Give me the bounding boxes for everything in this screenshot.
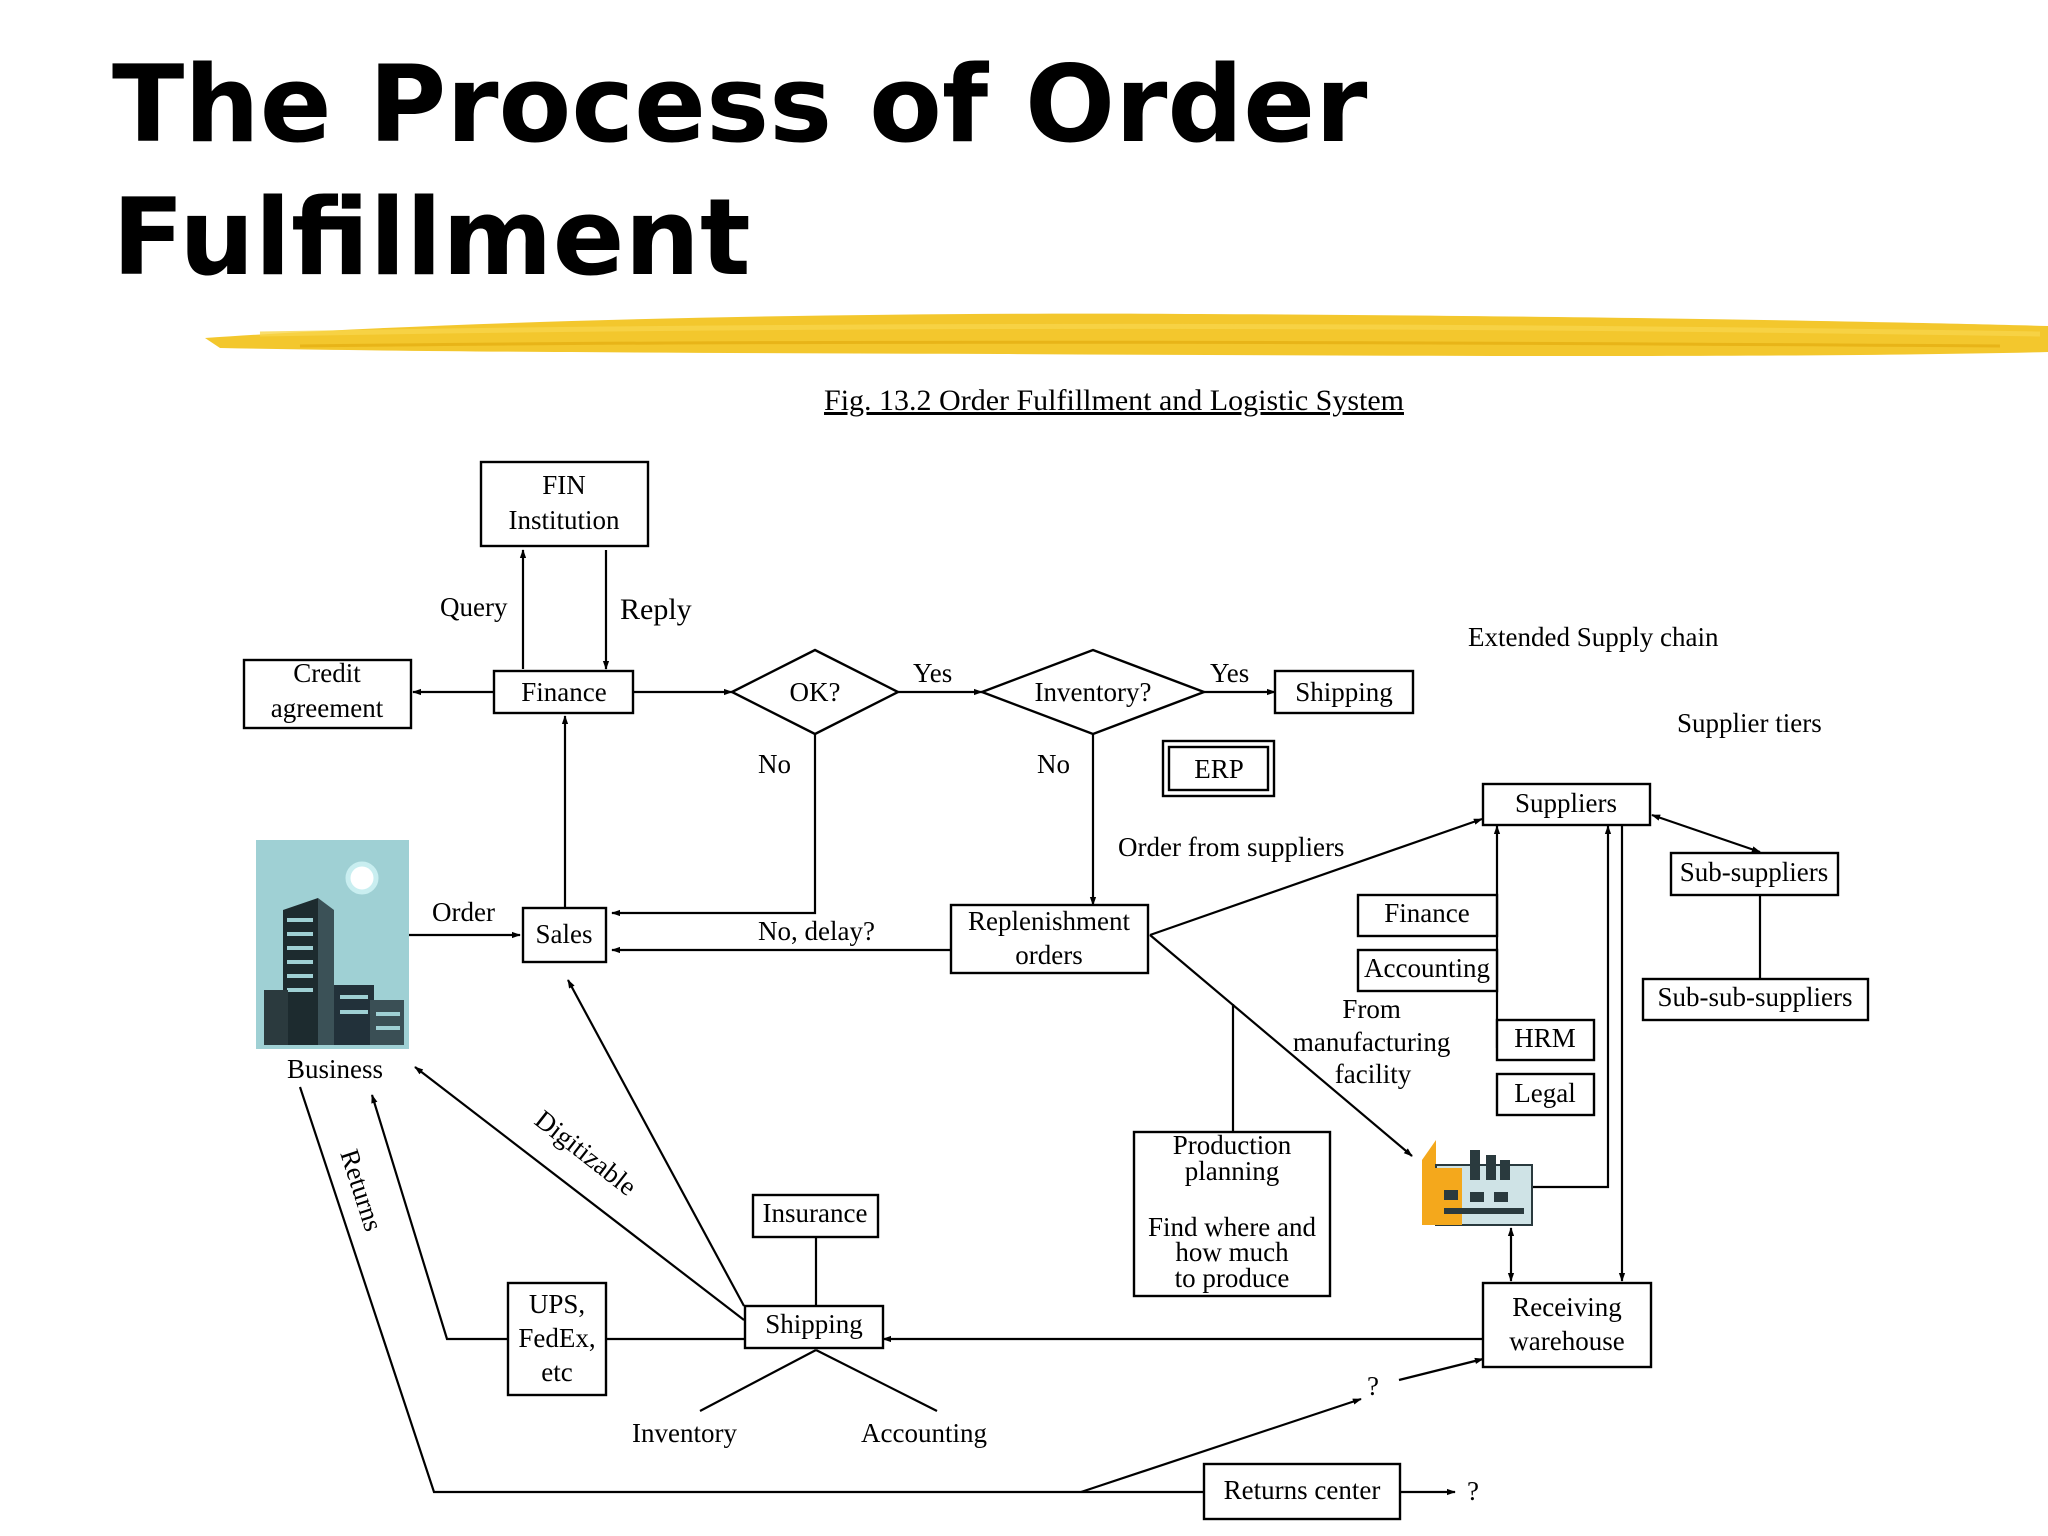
edge-ok-no-sales <box>611 734 817 917</box>
label-supplier-tiers: Supplier tiers <box>1677 708 1822 738</box>
edge-returns-question <box>1080 1397 1362 1494</box>
label-no-delay: No, delay? <box>758 916 875 946</box>
label-yes-inventory: Yes <box>1210 658 1249 688</box>
node-finance: Finance <box>492 669 635 715</box>
node-legal: Legal <box>1495 1072 1596 1117</box>
label-returns: Returns <box>334 1146 388 1235</box>
label-accounting-bottom: Accounting <box>861 1418 987 1448</box>
node-shipping-top: Shipping <box>1273 669 1415 715</box>
node-credit-agreement: Credit agreement <box>242 658 413 730</box>
svg-text:Sales: Sales <box>536 919 593 949</box>
svg-text:Receiving: Receiving <box>1512 1292 1621 1322</box>
edge-shipping-business <box>414 1066 745 1321</box>
svg-text:Credit: Credit <box>293 658 361 688</box>
label-question-1: ? <box>1367 1371 1379 1401</box>
edge-suppliers-subsuppliers <box>1651 813 1761 854</box>
svg-text:warehouse: warehouse <box>1509 1326 1624 1356</box>
svg-text:Replenishment: Replenishment <box>968 906 1130 936</box>
svg-text:Shipping: Shipping <box>1295 677 1393 707</box>
node-finance-side: Finance <box>1356 893 1499 938</box>
node-suppliers: Suppliers <box>1481 782 1652 827</box>
page-title: The Process of Order Fulfillment <box>112 38 1367 304</box>
label-from-facility: From manufacturing facility <box>1293 994 1457 1089</box>
label-question-2: ? <box>1467 1476 1479 1506</box>
svg-text:Sub-sub-suppliers: Sub-sub-suppliers <box>1658 982 1853 1012</box>
edge-factory-suppliers <box>1532 825 1612 1189</box>
title-line-1: The Process of Order <box>112 43 1368 166</box>
svg-text:Find where and: Find where and <box>1148 1212 1316 1242</box>
node-carriers: UPS, FedEx, etc <box>506 1281 608 1397</box>
node-shipping-bottom: Shipping <box>743 1304 885 1350</box>
node-returns-center: Returns center <box>1202 1462 1402 1521</box>
svg-text:Finance: Finance <box>1384 898 1469 928</box>
svg-text:how much: how much <box>1175 1237 1289 1267</box>
label-order-from-suppliers: Order from suppliers <box>1118 832 1344 862</box>
svg-text:Shipping: Shipping <box>765 1309 863 1339</box>
node-sales: Sales <box>521 906 608 964</box>
svg-text:etc: etc <box>541 1357 572 1387</box>
edge-question-receiving <box>1398 1357 1484 1382</box>
svg-text:agreement: agreement <box>271 693 384 723</box>
svg-text:Institution: Institution <box>508 505 620 535</box>
label-no-inventory: No <box>1037 749 1070 779</box>
diagram-edges <box>298 549 1762 1496</box>
edge-returns <box>298 1086 1204 1494</box>
node-fin-institution: FIN Institution <box>479 460 650 548</box>
svg-text:Insurance: Insurance <box>763 1198 868 1228</box>
edge-replenishment-suppliers <box>1149 817 1483 937</box>
edge-carriers-business <box>370 1094 508 1341</box>
svg-text:OK?: OK? <box>790 677 841 707</box>
svg-text:Sub-suppliers: Sub-suppliers <box>1680 857 1829 887</box>
svg-text:Returns center: Returns center <box>1224 1475 1381 1505</box>
svg-text:FIN: FIN <box>542 470 586 500</box>
node-accounting-side: Accounting <box>1356 948 1499 993</box>
svg-text:Legal: Legal <box>1514 1078 1575 1108</box>
node-ok-decision: OK? <box>729 648 901 736</box>
node-sub-suppliers: Sub-suppliers <box>1669 851 1840 897</box>
title-line-2: Fulfillment <box>112 176 751 299</box>
svg-text:planning: planning <box>1185 1156 1280 1186</box>
svg-text:Suppliers: Suppliers <box>1515 788 1617 818</box>
svg-text:orders: orders <box>1015 940 1082 970</box>
node-receiving-warehouse: Receiving warehouse <box>1481 1281 1653 1369</box>
office-building-icon <box>256 840 409 1049</box>
svg-text:Finance: Finance <box>521 677 606 707</box>
node-production-planning: Production planning Find where and how m… <box>1132 1130 1332 1298</box>
edge-replenishment-factory <box>1149 934 1413 1157</box>
edge-shipping-sales <box>567 979 745 1307</box>
label-no-ok: No <box>758 749 791 779</box>
edge-shipping-inventory <box>699 1349 817 1412</box>
node-replenishment-orders: Replenishment orders <box>949 903 1150 975</box>
svg-text:Accounting: Accounting <box>1364 953 1490 983</box>
label-order: Order <box>432 897 495 927</box>
svg-text:HRM: HRM <box>1514 1023 1576 1053</box>
figure-caption: Fig. 13.2 Order Fulfillment and Logistic… <box>824 384 1404 417</box>
node-inventory-decision: Inventory? <box>978 648 1208 736</box>
node-insurance: Insurance <box>751 1193 880 1239</box>
svg-text:ERP: ERP <box>1194 754 1244 784</box>
label-reply: Reply <box>620 593 692 626</box>
node-erp: ERP <box>1161 739 1276 798</box>
factory-icon <box>1422 1140 1533 1226</box>
label-digitizable: Digitizable <box>529 1104 642 1202</box>
label-extended-supply-chain: Extended Supply chain <box>1468 622 1719 652</box>
node-sub-sub-suppliers: Sub-sub-suppliers <box>1641 977 1870 1022</box>
label-yes-ok: Yes <box>913 658 952 688</box>
svg-text:Production: Production <box>1173 1130 1292 1160</box>
svg-text:to produce: to produce <box>1175 1263 1290 1293</box>
svg-text:FedEx,: FedEx, <box>518 1323 595 1353</box>
node-business-label: Business <box>287 1054 383 1084</box>
svg-text:UPS,: UPS, <box>529 1289 585 1319</box>
label-query: Query <box>440 592 508 622</box>
highlighter-stroke <box>205 313 2048 356</box>
edge-shipping-accounting <box>815 1349 938 1412</box>
node-hrm: HRM <box>1495 1018 1596 1062</box>
label-inventory-bottom: Inventory <box>632 1418 737 1448</box>
svg-text:Inventory?: Inventory? <box>1035 677 1152 707</box>
